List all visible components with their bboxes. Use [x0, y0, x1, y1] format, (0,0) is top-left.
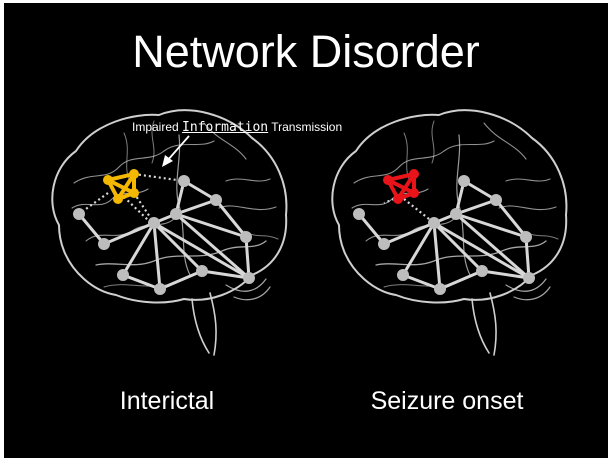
impaired-links-right [384, 199, 434, 223]
brain-left [52, 110, 286, 355]
annotation-label: Impaired Information Transmission [132, 119, 342, 136]
brain-right [332, 110, 566, 355]
annotation-arrow [162, 136, 189, 167]
annotation-emphasis: Information [182, 120, 268, 135]
caption-seizure-onset: Seizure onset [322, 386, 572, 416]
annotation-prefix: Impaired [132, 120, 179, 134]
annotation-suffix: Transmission [271, 120, 342, 134]
slide: Network Disorder [4, 3, 608, 458]
caption-interictal: Interictal [42, 386, 292, 416]
